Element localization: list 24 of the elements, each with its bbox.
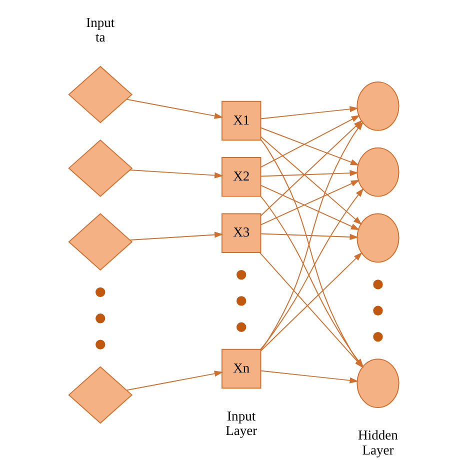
arrow [260,127,360,166]
label: Hidden Layer [358,428,398,458]
arrow [260,136,362,225]
arrow [260,170,359,177]
arrow [260,370,359,384]
label: Input Layer [226,408,258,438]
arrow [126,370,224,391]
arrow [260,106,359,120]
arrow [260,252,362,352]
node-diamond [68,366,133,424]
node-box: X3 [222,213,262,253]
node-circle [356,213,400,263]
arrow [130,170,224,178]
node-diamond [68,139,133,197]
label: Input ta [86,14,115,44]
arrow [126,98,224,119]
node-diamond [68,213,133,271]
arrow [260,115,360,168]
node-diamond [68,66,133,124]
node-box: X1 [222,100,262,141]
node-box: X2 [222,157,262,197]
arrow [130,232,224,241]
arrow [260,233,359,240]
node-box: Xn [222,348,262,389]
